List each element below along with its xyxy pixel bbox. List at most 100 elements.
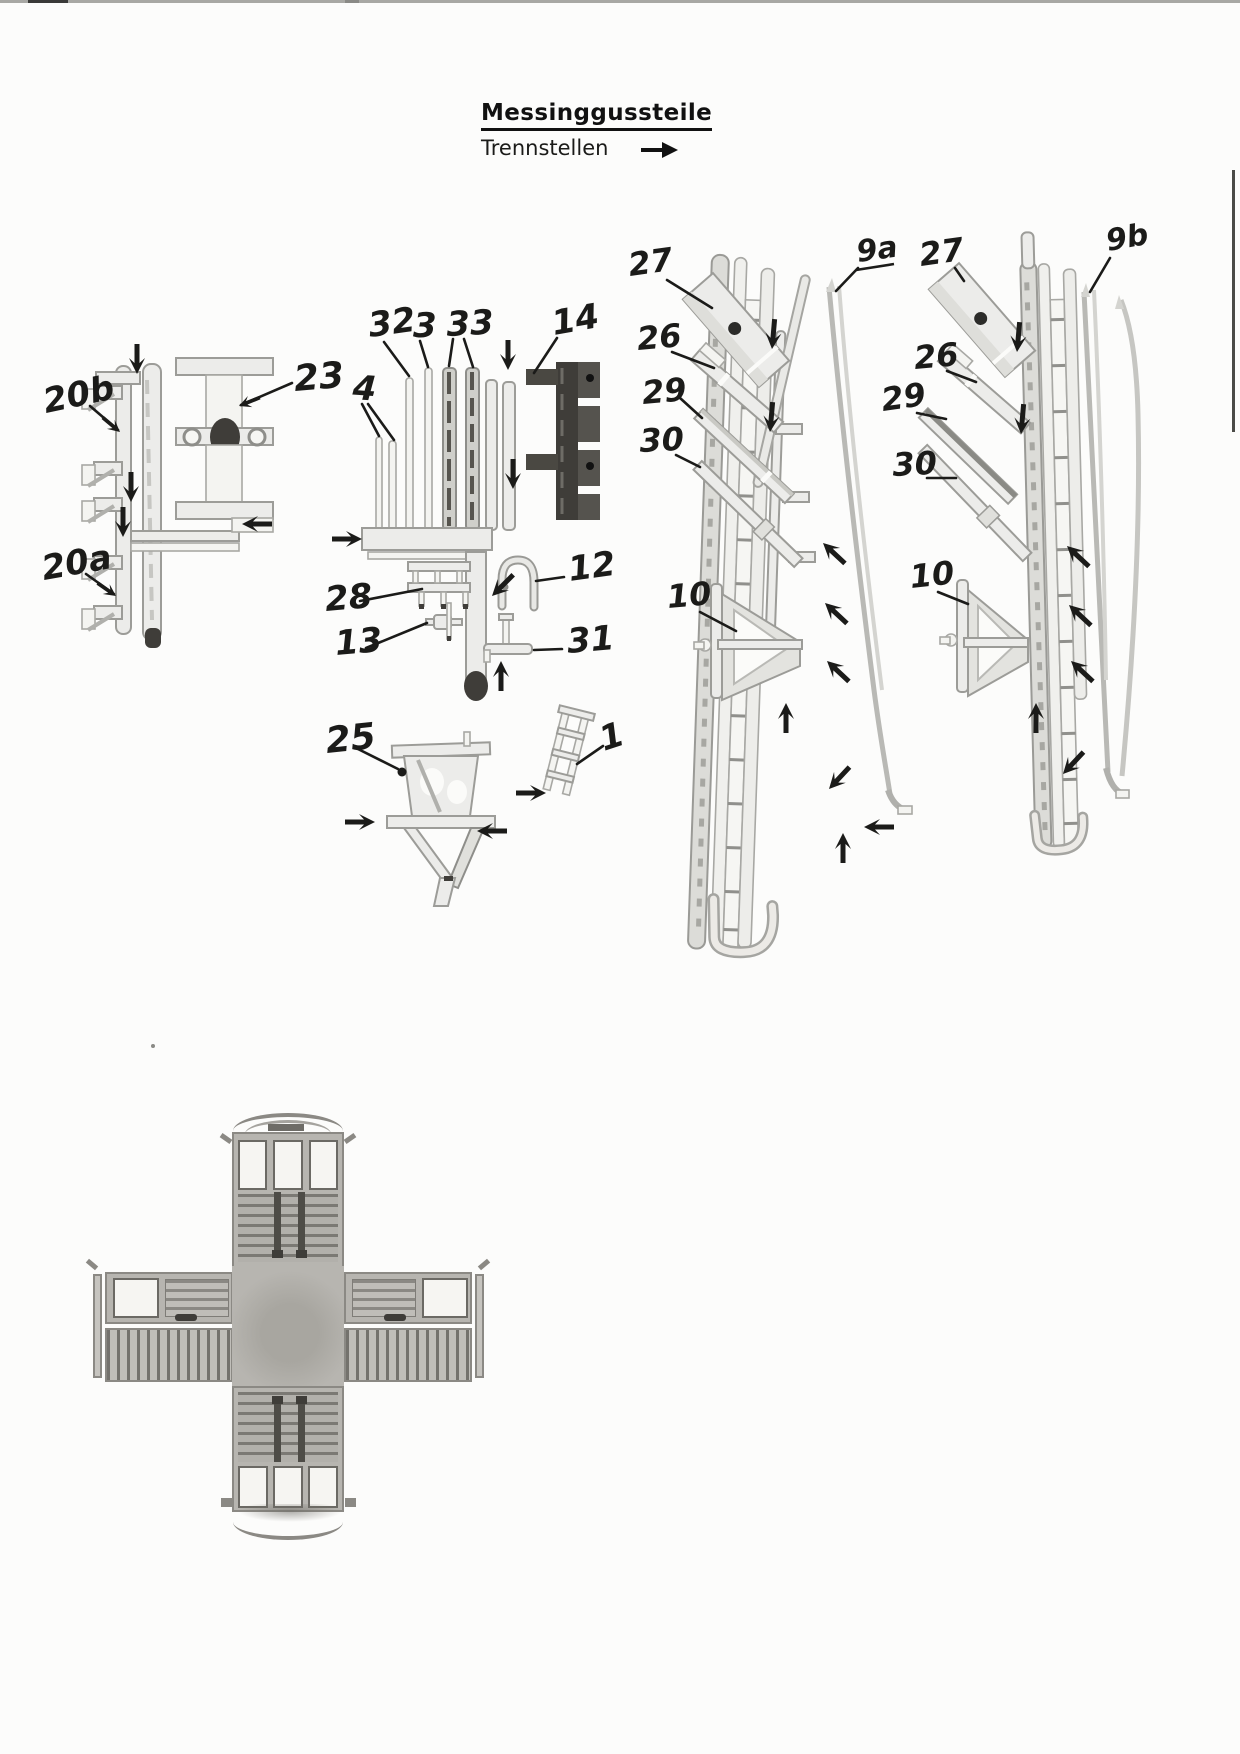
window-pane	[422, 1278, 468, 1318]
leader-line	[358, 587, 424, 603]
arm-27	[927, 261, 1037, 379]
stair-rail	[298, 1192, 305, 1254]
cross-arm-bottom	[232, 1386, 344, 1512]
mast-9a-drawing	[681, 253, 913, 959]
callout-4: 4	[350, 368, 377, 410]
part-14-bracket-drawing	[526, 362, 600, 520]
louver-panel	[352, 1279, 416, 1317]
leader-line	[418, 339, 430, 369]
arm-end-cap	[475, 1274, 484, 1378]
stair-rail-cap	[272, 1250, 283, 1258]
door-handle	[175, 1314, 197, 1321]
rod-group-drawing	[361, 367, 516, 701]
leader-line	[936, 590, 970, 606]
callout-9a-underline	[855, 262, 895, 272]
leader-lines	[84, 256, 1112, 771]
callout-labels: 20b 23 20a 32 3 33 4 14 28 13 12 31 25 1…	[39, 217, 1151, 762]
leader-line	[915, 411, 948, 421]
arm-end-cap	[93, 1274, 102, 1378]
separation-arrow-icon	[332, 531, 362, 547]
leader-line	[670, 350, 716, 370]
callout-9b: 9b	[1103, 217, 1151, 259]
page-subtitle: Trennstellen	[481, 136, 609, 160]
roof-arc	[245, 1120, 331, 1135]
window-pane	[273, 1140, 303, 1190]
sprue-bar	[361, 527, 493, 551]
stair-rail-cap	[272, 1396, 283, 1404]
stair-rail	[274, 1192, 281, 1254]
leader-line	[364, 621, 429, 650]
callout-31: 31	[565, 618, 616, 662]
cabin-band	[105, 1272, 233, 1324]
separation-arrow-icon	[823, 761, 856, 795]
callout-30: 30	[891, 444, 937, 484]
stair-treads	[238, 1392, 338, 1462]
cross-arm-right	[344, 1266, 484, 1386]
cross-center-shading	[232, 1266, 344, 1388]
arm-26	[936, 342, 1032, 435]
callout-28: 28	[323, 576, 374, 620]
callout-30: 30	[638, 420, 684, 460]
window-pane	[238, 1140, 268, 1190]
separation-arrow-icon	[345, 814, 375, 830]
plank-deck	[344, 1328, 472, 1382]
separation-arrow-icon	[835, 833, 851, 863]
leader-line	[447, 337, 455, 368]
leader-line	[698, 610, 738, 633]
window-pane	[308, 1466, 338, 1508]
leader-line	[945, 369, 978, 384]
arm-27-hole	[974, 311, 988, 325]
callout-29: 29	[879, 375, 928, 419]
arm-26	[689, 341, 785, 434]
callout-3: 3	[413, 306, 437, 346]
callout-33: 33	[445, 303, 494, 345]
louver-panel	[165, 1279, 229, 1317]
part-10-bracket	[939, 579, 1029, 698]
anchor-tick	[345, 1498, 356, 1507]
thin-rods-9a	[826, 278, 913, 815]
callout-1: 1	[594, 714, 629, 759]
mast-bracket	[81, 497, 123, 524]
scan-edge-artifact	[1232, 170, 1235, 432]
roof-ridge	[268, 1124, 304, 1131]
callout-10: 10	[665, 574, 713, 616]
leader-line	[366, 402, 396, 442]
callout-26: 26	[635, 316, 683, 358]
scan-speck	[151, 1044, 155, 1048]
window-pane	[273, 1466, 303, 1508]
mast-bracket	[81, 605, 123, 632]
callout-29: 29	[640, 370, 688, 412]
thin-rods-9b	[1081, 283, 1142, 799]
arm-27-hole	[728, 321, 742, 335]
mast-9b-drawing	[917, 231, 1142, 856]
separation-arrow-icon	[778, 703, 794, 733]
leader-line	[360, 402, 381, 438]
window-pane	[238, 1466, 268, 1508]
cabin-band	[344, 1272, 472, 1324]
callout-26: 26	[912, 335, 960, 377]
cross-arm-left	[93, 1266, 233, 1386]
door-handle	[384, 1314, 406, 1321]
part-13-pin-drawing	[425, 602, 463, 641]
window-pane	[308, 1140, 338, 1190]
stair-rail-cap	[296, 1396, 307, 1404]
plank-deck	[105, 1328, 233, 1382]
arm-27	[681, 271, 791, 389]
separation-arrow-icon	[864, 819, 894, 835]
anchor-tick	[221, 1498, 232, 1507]
cross-arm-top	[232, 1132, 344, 1268]
arm-30	[917, 443, 1033, 563]
leader-line	[532, 647, 564, 652]
callout-10: 10	[908, 554, 956, 596]
stair-treads	[238, 1194, 338, 1262]
roof-arc	[233, 1113, 343, 1135]
scan-speck	[345, 0, 359, 3]
callout-13: 13	[333, 620, 384, 664]
callout-12: 12	[566, 544, 618, 590]
leader-line	[354, 746, 400, 771]
part-10-bracket	[693, 583, 803, 702]
leader-line	[674, 453, 702, 469]
part-20-mast-drawing	[81, 363, 240, 648]
leader-line	[382, 340, 411, 378]
